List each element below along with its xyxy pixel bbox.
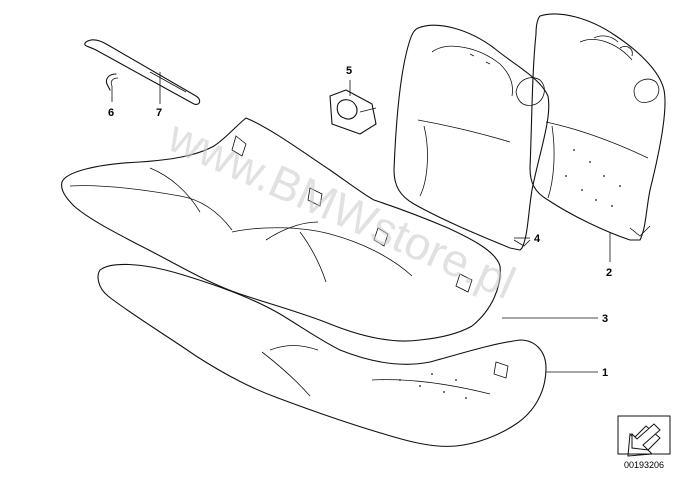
- arrow-down-left-icon[interactable]: [617, 415, 671, 457]
- part-3-seat-cover: [61, 117, 501, 342]
- part-4-backrest: [393, 24, 550, 251]
- callout-4: 4: [534, 233, 541, 245]
- callout-5: 5: [346, 65, 352, 77]
- leader-lines: [111, 72, 611, 373]
- callout-6: 6: [108, 107, 114, 119]
- part-5-bracket: [329, 89, 377, 135]
- callout-3: 3: [602, 313, 608, 325]
- callout-1: 1: [602, 367, 608, 379]
- callout-2: 2: [606, 267, 612, 279]
- part-2-backrest-frame: [529, 13, 666, 241]
- part-7-wire: [84, 39, 201, 105]
- part-1-seat-base: [97, 263, 547, 447]
- watermark: www.BMWstore.pl: [160, 109, 523, 309]
- callout-7: 7: [156, 107, 162, 119]
- drawing-number: 00193206: [624, 460, 664, 470]
- part-6-clip: [105, 73, 119, 91]
